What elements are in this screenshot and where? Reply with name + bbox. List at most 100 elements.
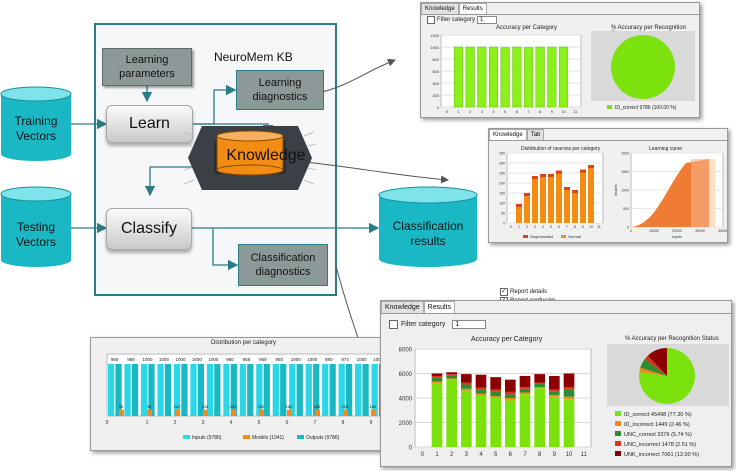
classification-results-cylinder	[378, 186, 478, 267]
tab-results[interactable]: Results	[423, 301, 455, 313]
stacked-bar-segment	[519, 388, 531, 393]
tab-results[interactable]: Tab	[526, 129, 545, 140]
stacked-bar-segment	[446, 379, 457, 447]
panel1-filter: Filter category 1	[427, 16, 498, 24]
stacked-bar-segment	[563, 389, 575, 397]
bar-label: 1000	[159, 357, 170, 362]
stacked-bar-segment	[519, 375, 531, 387]
y-tick-label: 300	[499, 162, 505, 166]
classify-label: Classify	[120, 220, 177, 237]
bar-models	[315, 410, 320, 416]
x-tick-label: 20000	[672, 229, 682, 233]
tab-knowledge[interactable]: Knowledge	[421, 3, 459, 14]
learn-button[interactable]: Learn	[106, 105, 193, 143]
classification-diagnostics-box: Classification diagnostics	[238, 244, 328, 286]
legend-swatch	[615, 431, 621, 436]
stacked-bar-segment	[431, 381, 443, 384]
y-tick-label: 600	[432, 69, 439, 74]
bar-label: 1000	[357, 357, 368, 362]
x-tick-label: 10	[589, 225, 593, 229]
x-tick-label: 9	[582, 225, 584, 229]
stacked-bar-segment	[431, 383, 443, 447]
stacked-bar-segment	[461, 388, 472, 391]
y-tick-label: 1200	[430, 33, 440, 38]
bar-label: 980	[111, 357, 119, 362]
x-tick-label: 5	[494, 452, 498, 458]
y-tick-label: 0	[409, 446, 413, 452]
x-tick-label: 4	[492, 109, 495, 114]
stacked-bar-segment	[505, 394, 516, 398]
legend-swatch	[183, 435, 190, 439]
legend-swatch	[607, 105, 612, 109]
bar-degenerated	[532, 176, 538, 179]
learning-diagnostics-box: Learning diagnostics	[236, 70, 324, 110]
bar	[512, 46, 522, 108]
bar-label: 1000	[307, 357, 318, 362]
legend-swatch	[615, 451, 621, 456]
bar-degenerated	[524, 193, 530, 196]
stacked-bar-segment	[475, 393, 487, 396]
filter-value[interactable]: 1	[452, 320, 487, 329]
filter-checkbox[interactable]	[427, 16, 435, 24]
stacked-bar-segment	[475, 374, 487, 388]
panel1-pie: ID_correct 9786 (100.00 %)	[591, 31, 695, 111]
bar	[524, 193, 530, 223]
filter-label: Filter category	[437, 17, 476, 23]
y-tick-label: 250	[499, 172, 505, 176]
bar-degenerated	[564, 187, 570, 190]
filter-checkbox[interactable]	[389, 320, 398, 329]
legend-label: Degenerated	[530, 234, 553, 239]
y-tick-label: 800	[432, 57, 439, 62]
panel3-pie: ID_correct 45498 (77.30 %)ID_incorrect 1…	[607, 344, 729, 458]
stacked-bar-segment	[446, 375, 457, 379]
bar-inputs	[223, 364, 230, 416]
bar	[540, 174, 546, 223]
x-tick-label: 30000	[695, 229, 705, 233]
tab-results[interactable]: Results	[458, 3, 487, 14]
stacked-bar-segment	[431, 375, 443, 378]
legend-swatch	[615, 411, 621, 416]
bar-inputs	[338, 364, 345, 416]
legend-label: ID_incorrect 1449 (2.46 %)	[624, 422, 690, 428]
x-tick-label: 3	[202, 420, 205, 426]
stacked-bar-segment	[549, 396, 560, 447]
bar-inputs	[305, 364, 312, 416]
classify-button[interactable]: Classify	[106, 208, 192, 250]
stacked-bar-segment	[563, 396, 575, 400]
x-tick-label: 6	[558, 225, 560, 229]
report-details-checkbox[interactable]: ✓	[500, 288, 508, 296]
stacked-bar-segment	[490, 398, 501, 447]
bar-outputs	[329, 364, 336, 416]
tab-knowledge[interactable]: Knowledge	[381, 301, 424, 313]
report-details-row[interactable]: ✓Report details	[500, 288, 555, 296]
classification-diagnostics-label: Classification diagnostics	[250, 252, 316, 278]
y-tick-label: 400	[432, 81, 439, 86]
bar-outputs	[296, 364, 303, 416]
bar	[516, 204, 522, 223]
x-tick-label: 10000	[649, 229, 659, 233]
legend-label: Models (1941)	[252, 435, 284, 441]
bar	[547, 46, 557, 108]
bar-outputs	[181, 364, 188, 416]
x-tick-label: 4	[479, 452, 483, 458]
filter-value[interactable]: 1	[477, 16, 498, 24]
kb-title: NeuroMem KB	[214, 50, 293, 64]
plot-area	[506, 152, 604, 224]
x-tick-label: 7	[527, 109, 530, 114]
bar-models	[175, 410, 180, 416]
tab-knowledge[interactable]: Knowledge	[489, 129, 527, 140]
bar-outputs	[280, 364, 287, 416]
bar-inputs	[124, 364, 131, 416]
bar-outputs	[313, 364, 320, 416]
stacked-bar-segment	[519, 392, 531, 395]
pie-slice	[647, 348, 668, 376]
model-label: 250	[342, 404, 349, 409]
model-label: 180	[370, 404, 377, 409]
y-tick-label: 100	[499, 202, 505, 206]
bar	[588, 165, 594, 223]
